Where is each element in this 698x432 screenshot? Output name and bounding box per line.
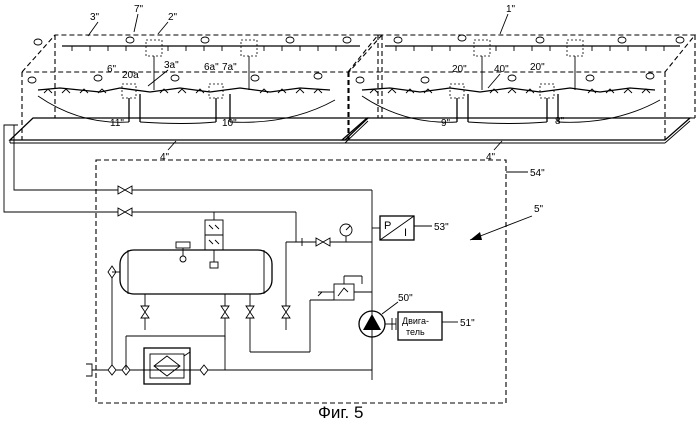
label-51: 51" xyxy=(460,318,475,329)
cylinder-left-connection xyxy=(108,266,120,365)
pressure-line xyxy=(286,190,380,380)
label-4-left: 4" xyxy=(160,152,170,163)
label-5: 5" xyxy=(534,204,544,215)
label-10: 10" xyxy=(222,118,237,129)
label-11: 11" xyxy=(110,118,124,129)
label-54: 54" xyxy=(530,168,545,179)
label-3a: 3a" xyxy=(164,60,179,71)
label-50: 50" xyxy=(398,293,413,304)
supply-valve-upper xyxy=(118,186,132,194)
reference-labels: 3" 7" 2" 1" 6" 20a 3a" 6a" 7a" 11" 10" 4… xyxy=(88,4,565,329)
label-53: 53" xyxy=(434,222,449,233)
motor-51: Двига- тель xyxy=(398,312,442,340)
motor-label-line1: Двига- xyxy=(402,316,429,326)
right-room-detectors xyxy=(356,35,684,83)
pressure-transmitter-i: I xyxy=(404,227,407,239)
label-4-right: 4" xyxy=(486,152,496,163)
suction-loop xyxy=(86,300,372,376)
label-6: 6" xyxy=(107,64,117,75)
cylinder-valve-assembly xyxy=(205,220,223,268)
label-7: 7" xyxy=(134,4,144,15)
label-1: 1" xyxy=(506,4,516,15)
label-20a: 20a xyxy=(122,70,139,81)
label-8: 8" xyxy=(555,116,565,127)
filter xyxy=(144,348,190,384)
pressure-transmitter-p: P xyxy=(384,220,391,232)
pressure-transmitter: P I xyxy=(380,216,432,240)
supply-valve-lower xyxy=(118,208,132,216)
label-6a: 6a" xyxy=(204,62,219,73)
relief-valve xyxy=(318,276,372,300)
label-20-left: 20" xyxy=(452,64,467,75)
left-room-detectors xyxy=(28,37,351,83)
label-9: 9" xyxy=(441,118,451,129)
figure-caption: Фиг. 5 xyxy=(318,403,363,422)
pump-skid-enclosure xyxy=(96,160,506,403)
storage-cylinder xyxy=(120,250,272,294)
cylinder-top-fitting xyxy=(176,242,190,262)
skid-reference-arrow xyxy=(470,216,532,240)
motor-label-line2: тель xyxy=(406,327,425,337)
label-7a: 7a" xyxy=(222,62,237,73)
label-3: 3" xyxy=(90,12,100,23)
label-2: 2" xyxy=(168,12,178,23)
pump-50 xyxy=(359,311,396,337)
label-40: 40" xyxy=(494,64,509,75)
label-20-right: 20" xyxy=(530,62,545,73)
